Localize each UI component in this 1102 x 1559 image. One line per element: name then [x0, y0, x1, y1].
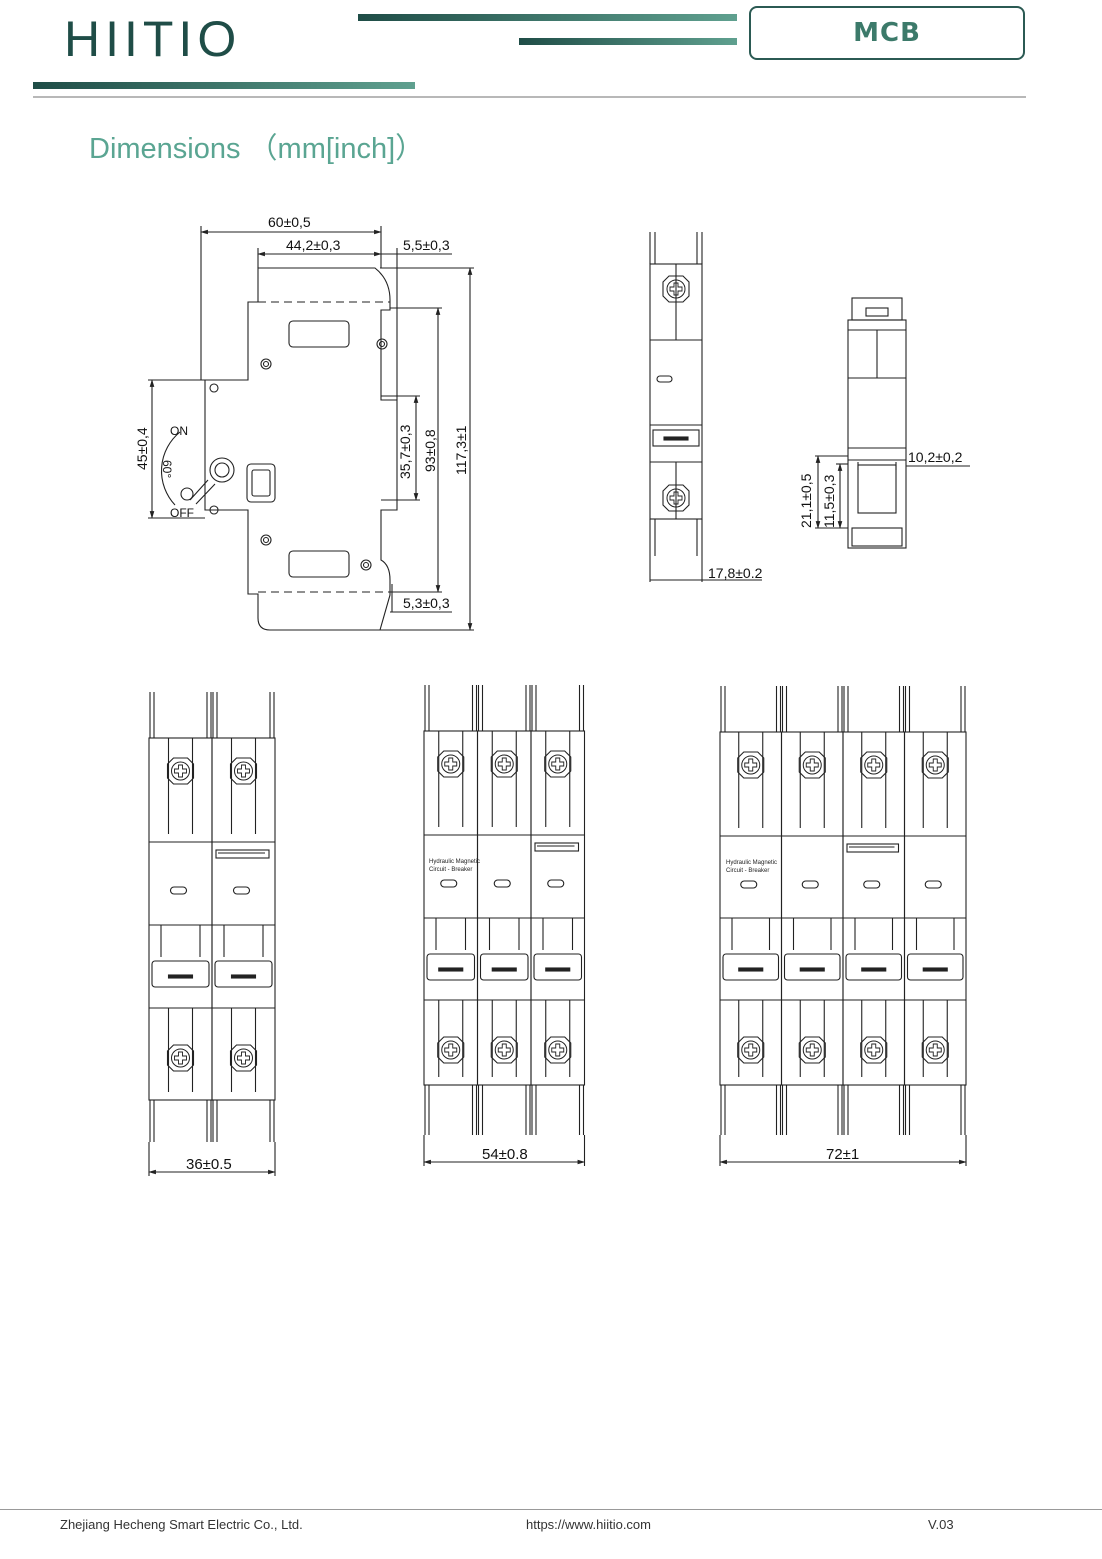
- label-on: ON: [170, 424, 188, 438]
- breaker-outline: [151, 960, 210, 988]
- front-view-labels: 60±0,5 44,2±0,3 5,5±0,3 117,3±1 93±0,8 3…: [134, 214, 469, 611]
- label-off: OFF: [170, 506, 194, 520]
- pole-screw-top: [737, 751, 765, 779]
- pole-screw-top: [544, 750, 572, 778]
- dim-width-total: 60±0,5: [268, 214, 311, 230]
- dim-width-body: 44,2±0,3: [286, 237, 341, 253]
- pole-screw-bottom: [860, 1036, 888, 1064]
- breaker-outline: [801, 880, 819, 889]
- category-badge-label: MCB: [853, 18, 921, 48]
- breaker-outline: [423, 730, 479, 1086]
- header-bar-mid: [519, 38, 737, 45]
- pole-screw-bottom: [737, 1036, 765, 1064]
- dim-bottom-a: 10,2±0,2: [908, 449, 963, 465]
- pole-screw-bottom: [544, 1036, 572, 1064]
- breaker-outline: [722, 953, 780, 981]
- pole-screw-top: [921, 751, 949, 779]
- section-title: Dimensions （mm[inch]）: [89, 133, 425, 165]
- pole-screw-top: [798, 751, 826, 779]
- dim-bottom-b: 21,1±0,5: [798, 473, 814, 528]
- breaker-outline: [924, 880, 942, 889]
- header-rule: [33, 96, 1026, 98]
- breaker-outline: [215, 849, 270, 859]
- breaker-outline: [479, 953, 529, 981]
- breaker-outline: [533, 953, 583, 981]
- print-4p-line2: Circuit - Breaker: [726, 868, 769, 874]
- side-view: [649, 232, 762, 582]
- bottom-view: [815, 297, 970, 549]
- breaker-outline: [861, 967, 887, 972]
- breaker-outline: [545, 967, 571, 972]
- dim-height-body: 93±0,8: [422, 429, 438, 472]
- breaker-outline: [738, 967, 764, 972]
- breaker-outline: [230, 974, 257, 979]
- breaker-outline: [783, 953, 841, 981]
- pole-screw-top: [490, 750, 518, 778]
- pole-screw-bottom: [437, 1036, 465, 1064]
- pole-screw-top: [860, 751, 888, 779]
- breaker-outline: [232, 886, 251, 895]
- breaker-outline: [167, 974, 194, 979]
- breaker-outline: [214, 960, 273, 988]
- dim-3p-width: 54±0.8: [482, 1146, 528, 1163]
- category-badge: MCB: [749, 6, 1025, 60]
- dim-4p-width: 72±1: [826, 1146, 859, 1163]
- print-3p-line2: Circuit - Breaker: [429, 867, 472, 873]
- breaker-outline: [845, 953, 903, 981]
- dim-2p-width: 36±0.5: [186, 1156, 232, 1173]
- breaker-outline: [530, 730, 586, 1086]
- breaker-outline: [426, 953, 476, 981]
- breaker-outline: [534, 842, 580, 852]
- pole-screw-bottom: [798, 1036, 826, 1064]
- footer-company: Zhejiang Hecheng Smart Electric Co., Ltd…: [60, 1517, 303, 1532]
- breaker-outline: [906, 953, 964, 981]
- breaker-outline: [799, 967, 825, 972]
- breaker-outline: [491, 967, 517, 972]
- breaker-outline: [169, 886, 188, 895]
- breaker-outline: [863, 880, 881, 889]
- pole-screw-bottom: [166, 1044, 195, 1072]
- dim-width-rail: 5,5±0,3: [403, 237, 450, 253]
- breaker-outline: [440, 879, 458, 888]
- breaker-outline: [903, 731, 967, 1086]
- breaker-outline: [148, 737, 213, 1101]
- footer-rule: [0, 1509, 1102, 1510]
- breaker-outline: [719, 731, 783, 1086]
- brand-logo: HIITIO: [64, 11, 242, 67]
- breaker-outline: [842, 731, 906, 1086]
- print-4p-line1: Hydraulic Magnetic: [726, 860, 777, 866]
- breaker-outline: [922, 967, 948, 972]
- dimension-drawings: 60±0,5 44,2±0,3 5,5±0,3 117,3±1 93±0,8 3…: [134, 214, 970, 1176]
- breaker-outline: [438, 967, 464, 972]
- header-bar-left: [33, 82, 415, 89]
- pole-screw-top: [437, 750, 465, 778]
- pole-screw-bottom: [921, 1036, 949, 1064]
- pole-screw-bottom: [490, 1036, 518, 1064]
- breaker-outline: [547, 879, 565, 888]
- dim-handle: 45±0,4: [134, 427, 150, 470]
- breaker-outline: [740, 880, 758, 889]
- dim-height-total: 117,3±1: [453, 425, 469, 475]
- breaker-outline: [476, 730, 532, 1086]
- pole-screw-top: [166, 757, 195, 785]
- header-bar-top: [358, 14, 737, 21]
- breaker-outline: [846, 843, 900, 853]
- footer-version: V.03: [928, 1517, 954, 1532]
- dim-bottom-c: 11,5±0,3: [821, 474, 837, 528]
- pole-screw-bottom: [229, 1044, 258, 1072]
- label-angle: 60°: [160, 460, 174, 478]
- dim-bottom: 5,3±0,3: [403, 595, 450, 611]
- footer-url[interactable]: https://www.hiitio.com: [526, 1517, 651, 1532]
- multi-pole-views: [148, 685, 967, 1176]
- breaker-outline: [211, 737, 276, 1101]
- front-view: [148, 226, 474, 631]
- dim-side-width: 17,8±0.2: [708, 565, 763, 581]
- pole-screw-top: [229, 757, 258, 785]
- breaker-outline: [780, 731, 844, 1086]
- breaker-outline: [493, 879, 511, 888]
- print-3p-line1: Hydraulic Magnetic: [429, 859, 480, 865]
- dim-height-din: 35,7±0,3: [397, 424, 413, 479]
